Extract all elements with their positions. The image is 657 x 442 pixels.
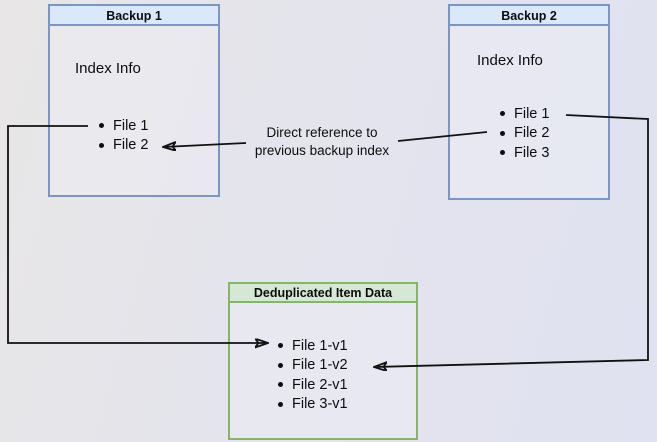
bullet-icon [278,382,283,388]
annotation-line2: previous backup index [254,143,390,158]
list-item-label: File 3 [514,144,550,161]
arrow-annotation: Direct reference to previous backup inde… [237,124,407,160]
backup1-file-list: File 1 File 2 [99,116,148,155]
backup1-body: Index Info File 1 File 2 [50,26,218,195]
list-item-label: File 2-v1 [292,376,348,393]
bullet-icon [99,123,104,129]
list-item-label: File 1 [113,117,149,134]
list-item-label: File 2 [514,125,550,142]
backup1-title: Backup 1 [50,6,218,26]
list-item: File 2 [99,136,148,156]
backup2-subtitle: Index Info [477,52,543,69]
bullet-icon [99,142,104,148]
backup2-box: Backup 2 Index Info File 1 File 2 File 3 [448,4,610,200]
list-item: File 1 [500,104,549,124]
bullet-icon [278,401,283,407]
list-item: File 3-v1 [278,395,348,415]
bullet-icon [500,111,505,117]
bullet-icon [278,343,283,349]
backup2-title: Backup 2 [450,6,608,26]
list-item-label: File 2 [113,137,149,154]
list-item: File 1-v2 [278,356,348,376]
list-item: File 1-v1 [278,336,348,356]
backup1-subtitle: Index Info [75,60,141,77]
list-item-label: File 1-v2 [292,357,348,374]
bullet-icon [500,150,505,156]
annotation-line1: Direct reference to [266,125,378,140]
bullet-icon [278,362,283,368]
list-item: File 1 [99,116,148,136]
list-item: File 3 [500,143,549,163]
list-item-label: File 1 [514,105,550,122]
list-item-label: File 1-v1 [292,337,348,354]
backup1-box: Backup 1 Index Info File 1 File 2 [48,4,220,197]
list-item: File 2-v1 [278,375,348,395]
list-item-label: File 3-v1 [292,396,348,413]
backup2-body: Index Info File 1 File 2 File 3 [450,26,608,195]
dedup-title: Deduplicated Item Data [230,284,416,303]
list-item: File 2 [500,124,549,144]
backup2-file-list: File 1 File 2 File 3 [500,104,549,163]
bullet-icon [500,130,505,136]
